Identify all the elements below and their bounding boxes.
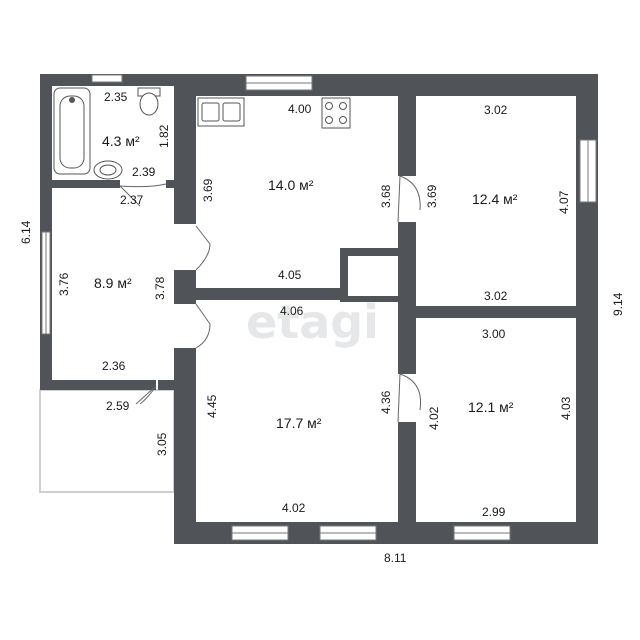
dim-hall-bottom: 2.36 xyxy=(102,359,126,373)
dim-bedroom-bottom-left: 4.02 xyxy=(427,406,441,430)
dim-bathroom-right: 1.82 xyxy=(157,124,171,148)
window-bathroom xyxy=(91,74,123,83)
door-bedroom-top xyxy=(397,175,421,223)
bathroom-area: 4.3 м² xyxy=(102,133,140,149)
dim-bathroom-top: 2.35 xyxy=(104,90,128,104)
dim-bedroom-bottom-top: 3.00 xyxy=(482,327,506,341)
dim-kitchen-left: 3.69 xyxy=(201,178,215,202)
kitchen-area: 14.0 м² xyxy=(268,177,314,193)
doors xyxy=(119,175,422,423)
dim-bedroom-bottom-bottom: 2.99 xyxy=(482,505,506,519)
dim-hall-top: 2.37 xyxy=(120,193,144,207)
bedroom-bottom-right-area: 12.1 м² xyxy=(468,399,514,415)
bedroom-top-right-area: 12.4 м² xyxy=(472,191,518,207)
dim-living-bottom: 4.02 xyxy=(282,501,306,515)
dim-bedroom-top-left: 3.69 xyxy=(425,184,439,208)
dim-overall-left: 6.14 xyxy=(19,220,33,244)
dim-kitchen-top: 4.00 xyxy=(288,102,312,116)
dim-porch-top: 2.59 xyxy=(106,399,130,413)
door-bathroom xyxy=(119,183,167,207)
dim-porch-side: 3.05 xyxy=(155,432,169,456)
door-kitchen xyxy=(195,225,211,271)
dim-hall-left: 3.76 xyxy=(57,272,71,296)
door-hall-bottom xyxy=(135,385,157,405)
dim-bedroom-top-bottom: 3.02 xyxy=(484,289,508,303)
dim-kitchen-right: 3.68 xyxy=(379,184,393,208)
stove-icon xyxy=(321,97,351,129)
dim-living-left: 4.45 xyxy=(205,394,219,418)
dim-bathroom-bottom: 2.39 xyxy=(132,165,156,179)
fixtures xyxy=(53,87,351,180)
door-bedroom-bottom xyxy=(397,373,422,423)
dim-overall-right: 9.14 xyxy=(611,292,625,316)
dim-living-top: 4.06 xyxy=(280,304,304,318)
hallway-area: 8.9 м² xyxy=(94,275,132,291)
living-area: 17.7 м² xyxy=(276,415,322,431)
dim-living-right: 4.36 xyxy=(379,390,393,414)
watermark-logo: etagi xyxy=(246,295,379,349)
dim-hall-right: 3.78 xyxy=(153,276,167,300)
dim-bedroom-top-right: 4.07 xyxy=(557,190,571,214)
door-living xyxy=(195,303,211,349)
dim-kitchen-bottom: 4.05 xyxy=(278,268,302,282)
dim-overall-bottom: 8.11 xyxy=(384,551,407,565)
dim-bedroom-top-top: 3.02 xyxy=(484,103,508,117)
windows xyxy=(41,74,597,541)
dim-bedroom-bottom-right: 4.03 xyxy=(559,396,573,420)
